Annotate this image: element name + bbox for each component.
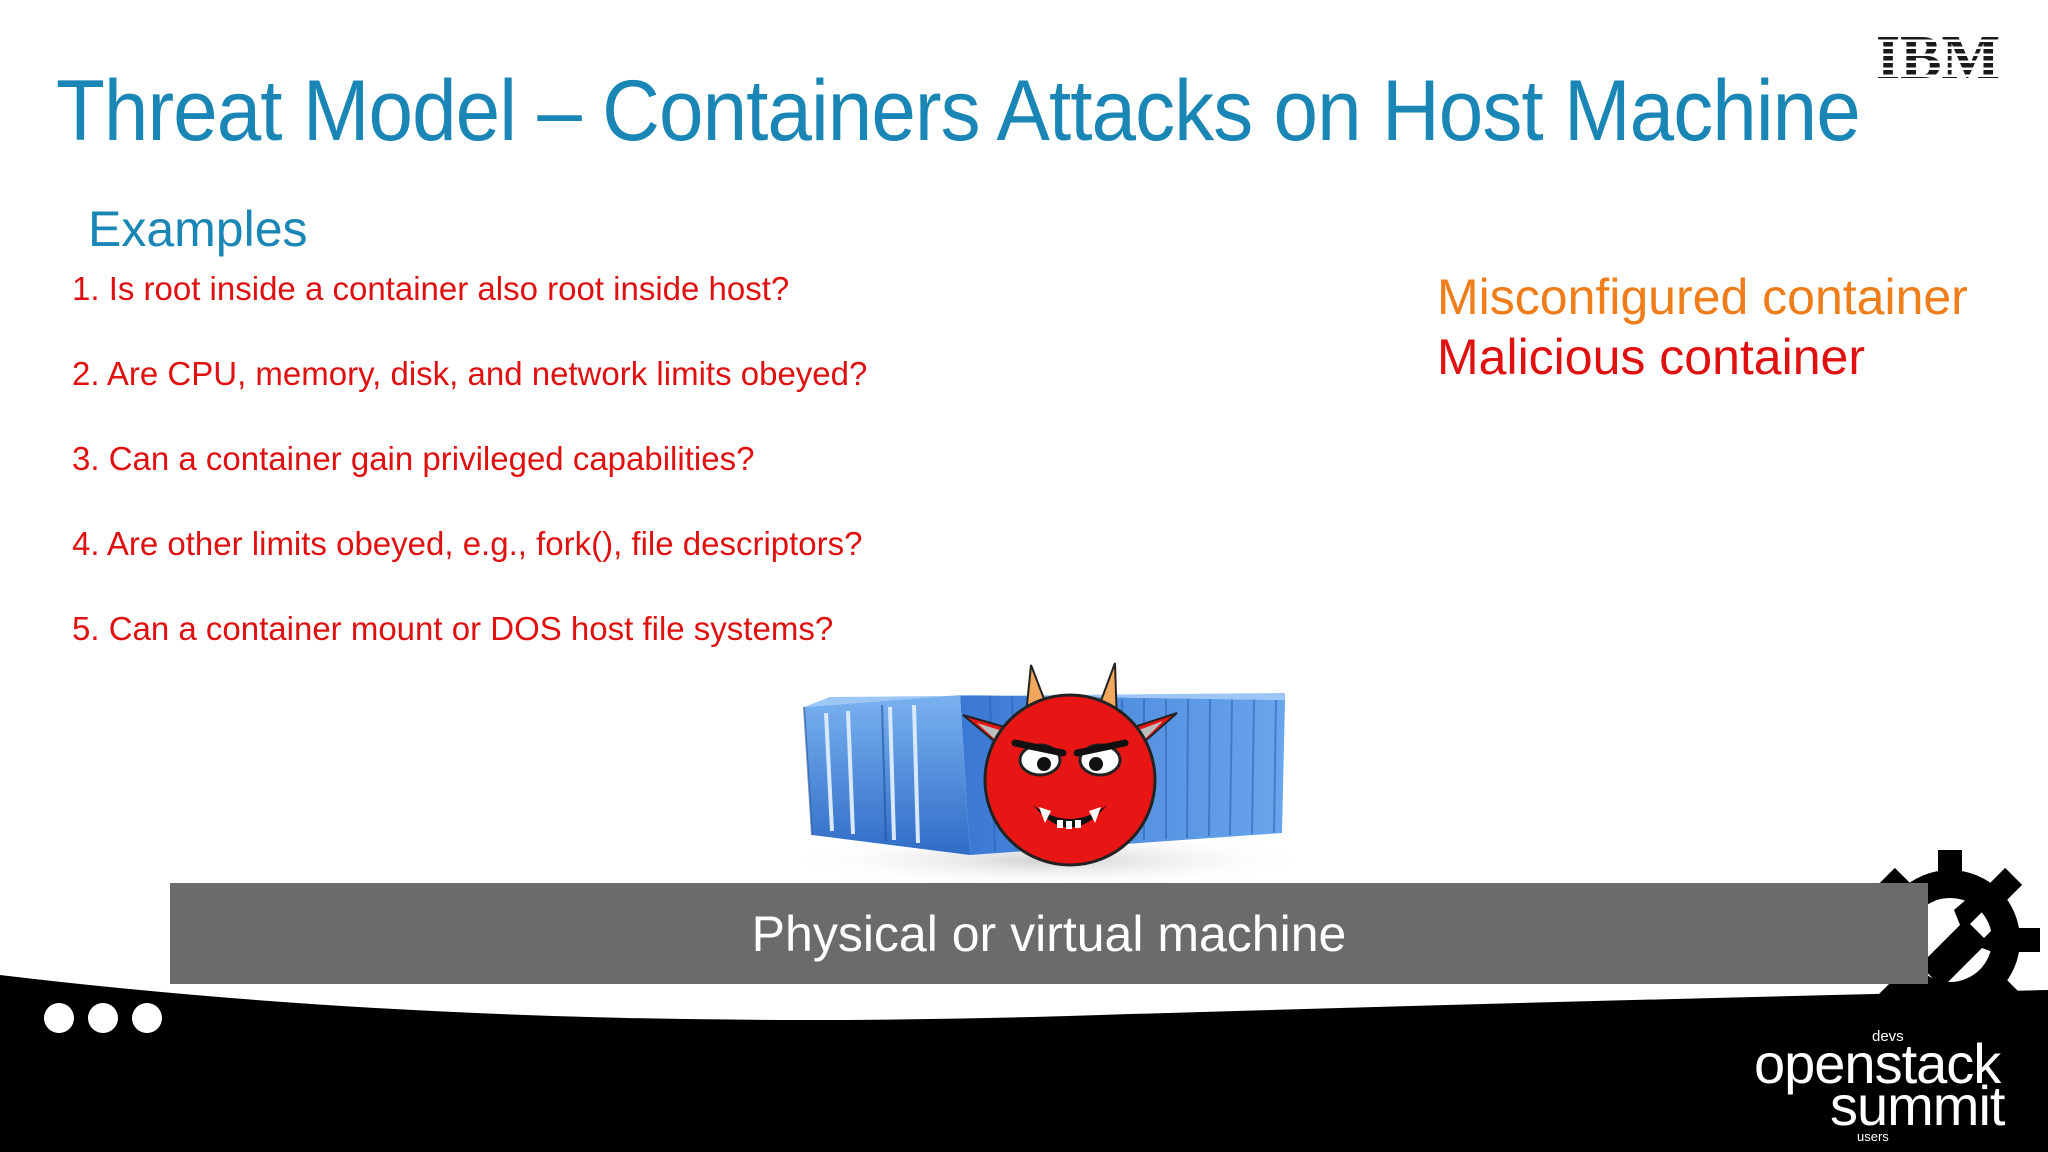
misconfigured-container-label: Misconfigured container xyxy=(1437,269,1968,325)
dot xyxy=(132,1003,162,1033)
example-item: 1. Is root inside a container also root … xyxy=(72,270,790,307)
footer-band xyxy=(0,975,2048,1152)
host-machine-label: Physical or virtual machine xyxy=(751,905,1347,962)
slide-title: Threat Model – Containers Attacks on Hos… xyxy=(56,63,1861,159)
section-heading: Examples xyxy=(88,201,308,257)
example-item: 2. Are CPU, memory, disk, and network li… xyxy=(72,355,868,392)
example-item: 4. Are other limits obeyed, e.g., fork()… xyxy=(72,525,863,562)
more-dots-icon xyxy=(44,1003,162,1033)
example-item: 3. Can a container gain privileged capab… xyxy=(72,440,755,477)
devil-face-icon xyxy=(962,662,1178,867)
example-item: 5. Can a container mount or DOS host fil… xyxy=(72,610,834,647)
svg-text:IBM: IBM xyxy=(1876,28,2000,84)
svg-text:openstack: openstack xyxy=(1754,1032,2002,1095)
host-machine-bar: Physical or virtual machine xyxy=(170,883,1928,984)
svg-text:summit: summit xyxy=(1830,1074,2006,1137)
ibm-logo: IBM xyxy=(1876,28,2000,84)
svg-text:devs: devs xyxy=(1872,1028,1904,1045)
dot xyxy=(44,1003,74,1033)
svg-text:users: users xyxy=(1857,1129,1889,1142)
openstack-summit-logo: devs openstack summit users xyxy=(1754,1028,2007,1142)
examples-list: 1. Is root inside a container also root … xyxy=(72,270,867,695)
dot xyxy=(88,1003,118,1033)
malicious-container-label: Malicious container xyxy=(1437,329,1865,385)
